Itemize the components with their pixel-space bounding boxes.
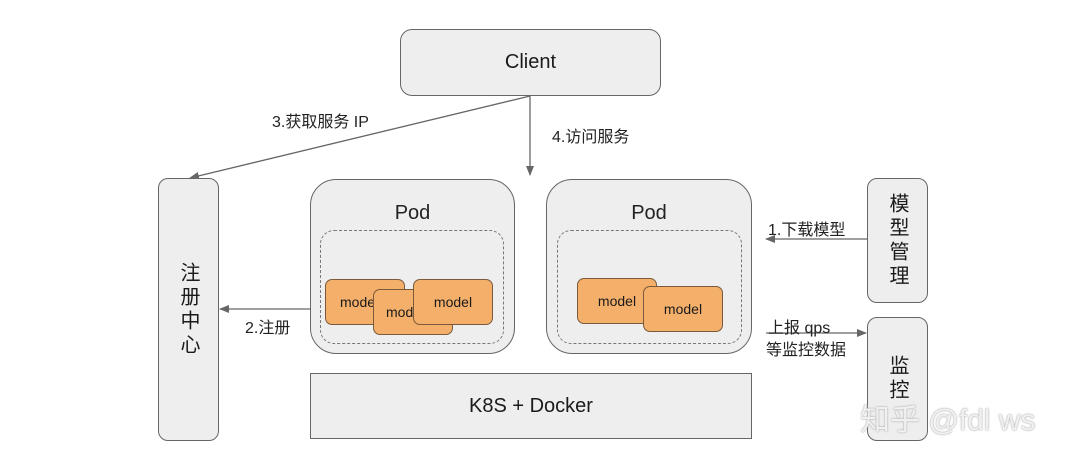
arrow-get-ip: [189, 95, 531, 180]
pod-title: Pod: [631, 202, 667, 224]
pod-title: Pod: [394, 202, 431, 224]
monitor-label: 监控: [886, 355, 908, 403]
edge-label-get-ip: 3.获取服务 IP: [272, 114, 369, 131]
edge-label-download: 1.下载模型: [768, 222, 846, 239]
client-label: Client: [504, 51, 557, 73]
model-block: model: [577, 278, 657, 324]
model-block: model: [643, 286, 723, 332]
pod-node: Pod model model model: [310, 179, 515, 354]
model-management-label: 模型管理: [886, 192, 908, 289]
model-block: model: [413, 279, 493, 325]
pod-node: Pod model model: [546, 179, 752, 354]
monitor-node: 监控: [867, 317, 928, 441]
pod-container-boundary: [320, 230, 504, 344]
edge-label-access: 4.访问服务: [552, 129, 630, 146]
client-node: Client: [400, 29, 661, 96]
edge-label-report-line1: 上报 qps: [768, 320, 831, 337]
registry-label: 注册中心: [177, 261, 199, 358]
platform-node: K8S + Docker: [310, 373, 752, 439]
model-management-node: 模型管理: [867, 178, 928, 303]
registry-node: 注册中心: [158, 178, 219, 441]
edge-label-report-line2: 等监控数据: [766, 342, 847, 359]
platform-label: K8S + Docker: [469, 394, 593, 417]
watermark: 知乎 @fdl ws: [860, 404, 1036, 437]
edge-label-register: 2.注册: [245, 320, 291, 337]
pod-container-boundary: [557, 230, 742, 344]
